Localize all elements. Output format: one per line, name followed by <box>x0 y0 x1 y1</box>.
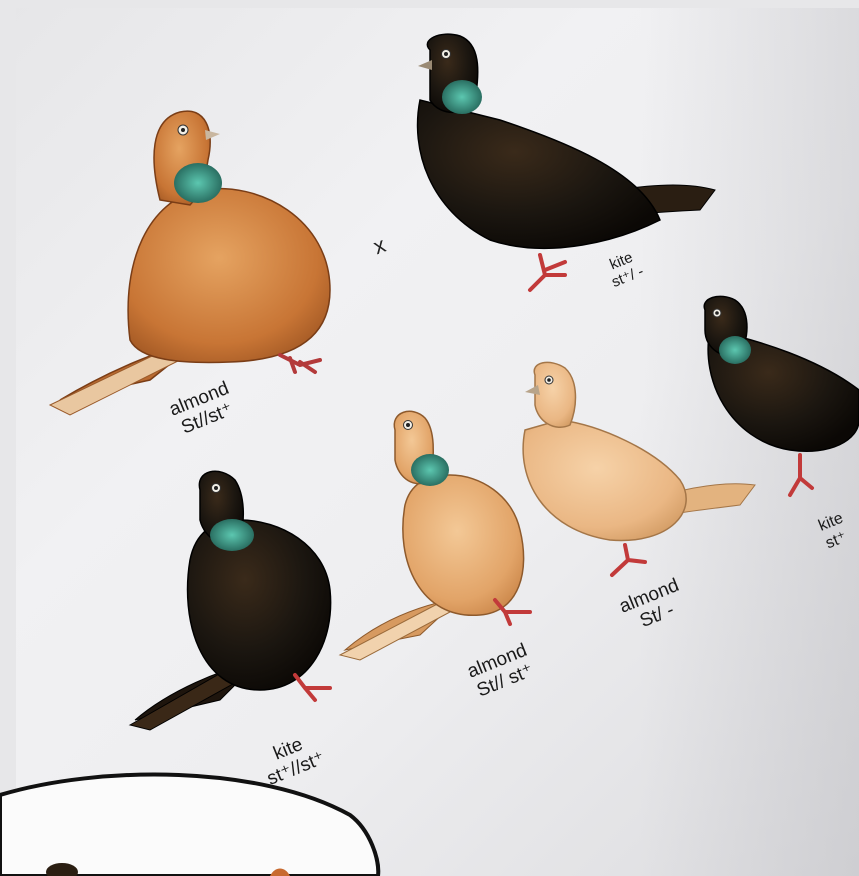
inset-circle <box>0 775 378 876</box>
bird-bottom-middle-almond <box>340 411 530 660</box>
bird-top-left-almond <box>50 111 330 415</box>
bird-bottom-left-kite <box>130 471 331 730</box>
bird-top-right-kite <box>418 34 715 290</box>
bird-right-edge-kite <box>704 296 859 495</box>
